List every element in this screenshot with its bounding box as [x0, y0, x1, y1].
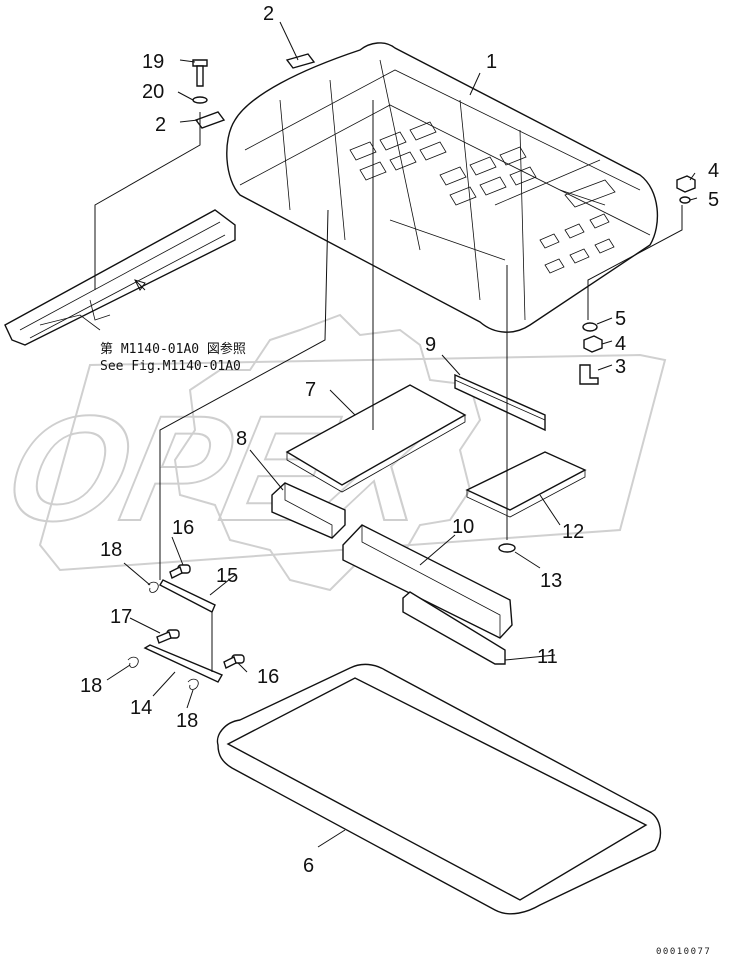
bolt-part-19 — [192, 59, 208, 87]
roof-cover — [226, 42, 659, 333]
side-frame — [4, 209, 236, 346]
label-part-16-lower: 16 — [257, 666, 279, 688]
label-part-5-bottom: 5 — [615, 308, 626, 330]
link-part-15 — [159, 579, 216, 613]
label-part-20: 20 — [142, 81, 164, 103]
strip-part-11 — [402, 591, 506, 665]
trim-part-10 — [342, 524, 513, 639]
clip-part-18-bottom — [187, 678, 199, 690]
label-part-11: 11 — [537, 646, 558, 668]
label-part-1: 1 — [486, 51, 497, 73]
washer-part-20 — [192, 96, 208, 104]
label-part-18-upper: 18 — [100, 539, 122, 561]
label-part-15: 15 — [216, 565, 238, 587]
label-part-12: 12 — [562, 521, 584, 543]
pad-part-7 — [285, 384, 467, 493]
reference-note-en: See Fig.M1140-01A0 — [100, 359, 241, 374]
clip-part-18-upper — [147, 581, 159, 593]
label-part-4-bottom: 4 — [615, 333, 626, 355]
label-part-13: 13 — [540, 570, 562, 592]
label-leaders — [106, 21, 698, 848]
label-part-9: 9 — [425, 334, 436, 356]
washer-part-5-top — [679, 196, 691, 204]
leader-line-frame — [94, 112, 201, 290]
pin-part-17 — [156, 629, 180, 644]
part-labels: 1 2 2 3 4 4 5 5 6 7 8 9 10 11 12 13 14 1… — [80, 3, 719, 877]
label-part-2-top: 2 — [263, 3, 274, 25]
label-part-3: 3 — [615, 356, 626, 378]
arm-part-14 — [143, 612, 224, 683]
reference-note-jp: 第 M1140-01A0 図参照 — [100, 341, 246, 357]
bracket-part-2-top — [285, 53, 316, 69]
bolt-part-3 — [579, 364, 599, 385]
nut-part-4-bottom — [583, 335, 603, 353]
pad-part-12 — [465, 451, 587, 518]
trim-part-8 — [271, 482, 346, 539]
washer-part-5-bottom — [582, 322, 598, 332]
label-part-10: 10 — [452, 516, 474, 538]
drawing-code: 00010077 — [656, 947, 711, 957]
label-part-7: 7 — [305, 379, 316, 401]
seal-part-6 — [216, 663, 662, 915]
label-part-6: 6 — [303, 855, 314, 877]
reference-note: 第 M1140-01A0 図参照 See Fig.M1140-01A0 — [100, 341, 246, 374]
label-part-18-left: 18 — [80, 675, 102, 697]
clip-part-18-left — [127, 656, 139, 668]
leader-line-roof-left — [159, 209, 329, 580]
label-part-19: 19 — [142, 51, 164, 73]
label-part-14: 14 — [130, 697, 152, 719]
label-part-17: 17 — [110, 606, 132, 628]
label-part-4-top: 4 — [708, 160, 719, 182]
washer-part-13 — [498, 543, 516, 553]
nut-part-4-top — [676, 175, 696, 193]
pin-part-16-upper — [169, 564, 191, 579]
label-part-18-bottom: 18 — [176, 710, 198, 732]
label-part-2-left: 2 — [155, 114, 166, 136]
label-part-8: 8 — [236, 428, 247, 450]
leader-line-right — [587, 205, 683, 320]
strip-part-9 — [454, 373, 546, 432]
label-part-5-top: 5 — [708, 189, 719, 211]
label-part-16-upper: 16 — [172, 517, 194, 539]
